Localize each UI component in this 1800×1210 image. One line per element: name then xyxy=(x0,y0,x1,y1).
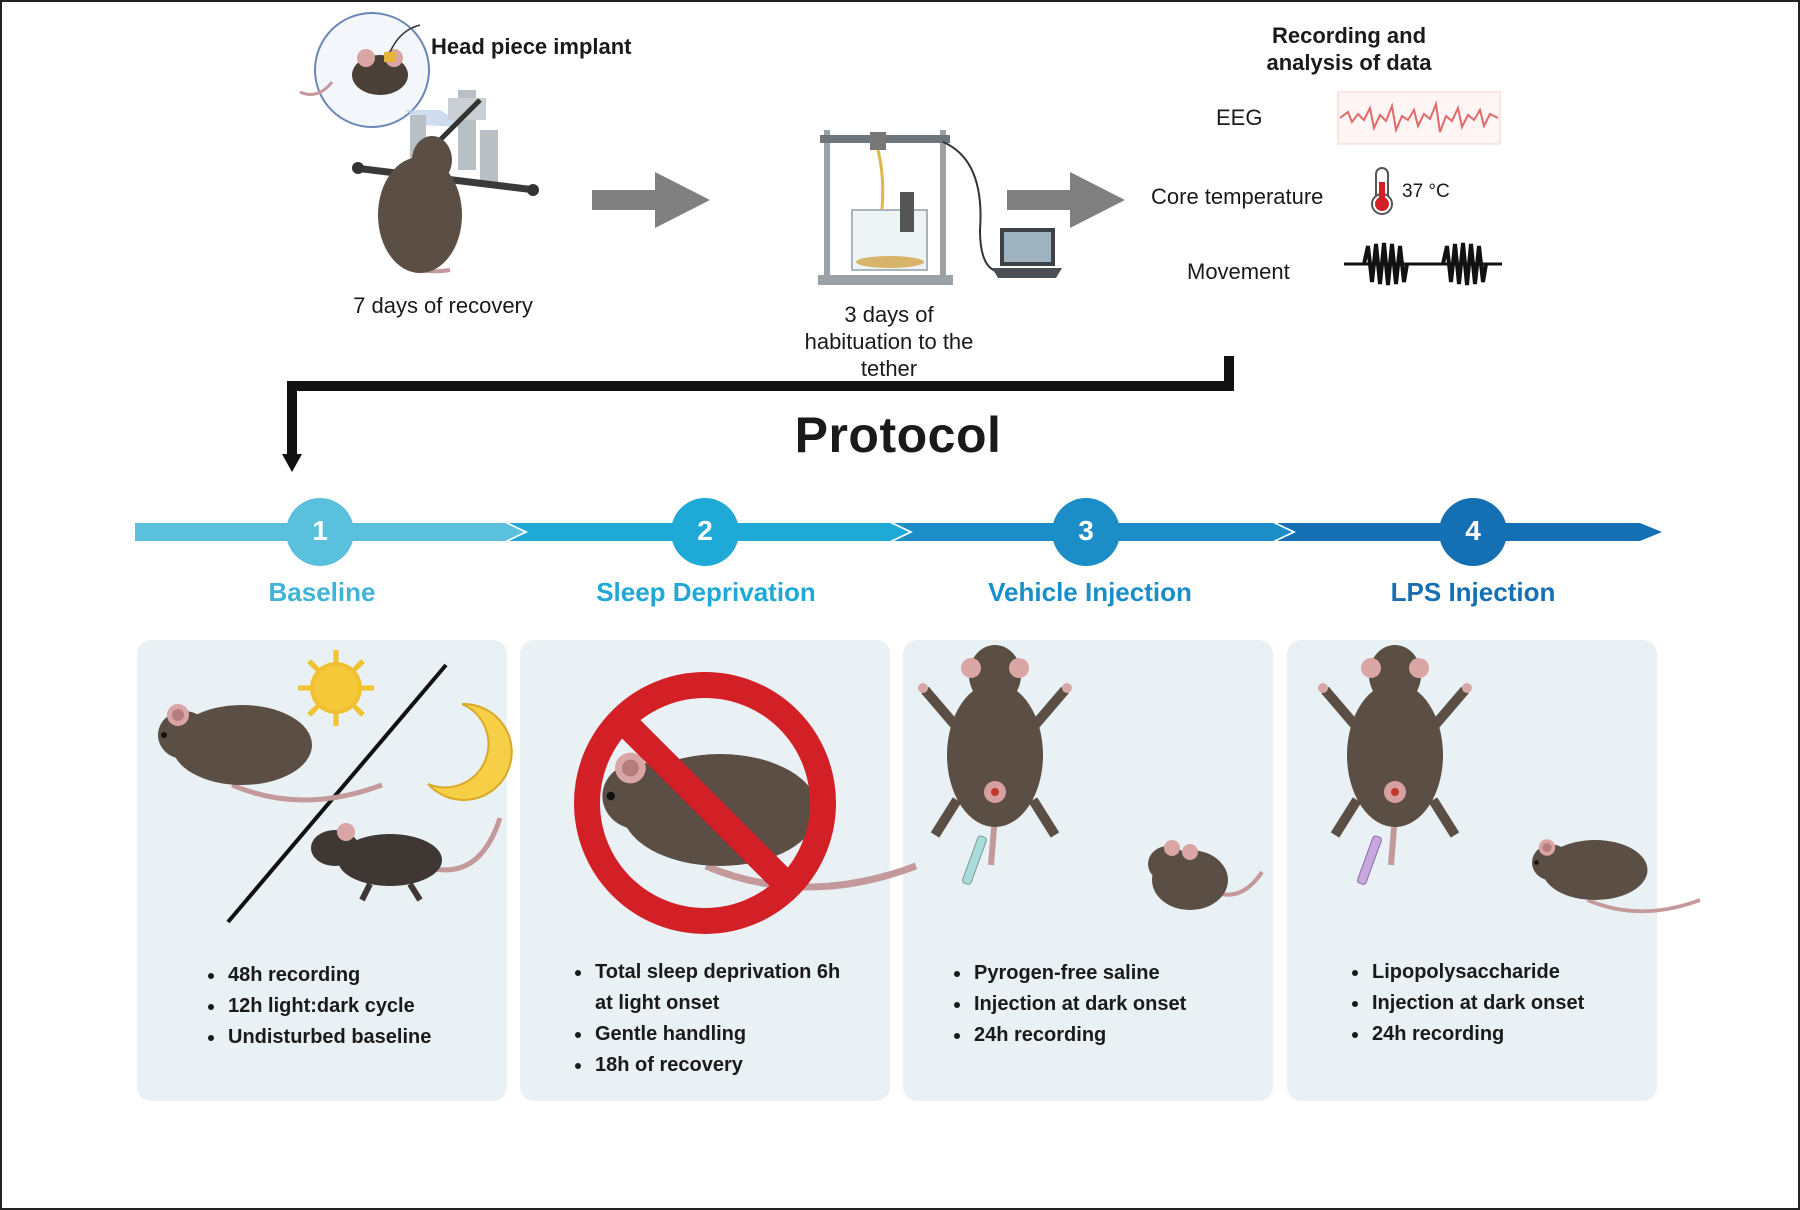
habituation-line-2: habituation to the xyxy=(804,329,974,354)
sun-icon xyxy=(298,650,374,726)
step-3-circle xyxy=(1052,498,1120,566)
bullet-item: 48h recording xyxy=(226,960,431,991)
connector-arrowhead xyxy=(282,454,302,472)
eeg-label: EEG xyxy=(1216,105,1263,130)
recording-title: Recording and analysis of data xyxy=(1266,22,1431,76)
movement-trace-icon xyxy=(1344,242,1502,286)
habituation-line-3: tether xyxy=(860,356,918,381)
step-4-number: 4 xyxy=(1465,515,1481,546)
bullet-item: 18h of recovery xyxy=(593,1050,840,1081)
bullet-item: Total sleep deprivation 6h xyxy=(593,957,840,988)
stereotaxic-frame-icon xyxy=(352,90,539,274)
lps-syringe-icon xyxy=(1357,835,1382,885)
bullet-item-continued: at light onset xyxy=(595,992,720,1014)
light-dark-divider xyxy=(226,663,448,924)
timeline xyxy=(135,498,1662,566)
bullet-item: 24h recording xyxy=(972,1020,1186,1051)
movement-label: Movement xyxy=(1187,259,1290,284)
bullet-item: Lipopolysaccharide xyxy=(1370,957,1584,988)
syringe-icon xyxy=(962,835,987,885)
thermometer-icon xyxy=(1371,167,1393,215)
step-2-number: 2 xyxy=(697,515,713,546)
step-1-number: 1 xyxy=(312,515,328,546)
head-piece-label: Head piece implant xyxy=(431,34,632,59)
panel-sleep-deprivation xyxy=(520,640,890,1101)
bullet-item: 12h light:dark cycle xyxy=(226,991,431,1022)
recording-title-line-1: Recording and xyxy=(1271,23,1427,48)
step-4-title: LPS Injection xyxy=(1390,577,1556,607)
protocol-title: Protocol xyxy=(794,407,1002,463)
step-2-circle xyxy=(671,498,739,566)
sleep-deprivation-bullets: Total sleep deprivation 6h at light onse… xyxy=(565,957,840,1081)
habituation-label: 3 days of habituation to the tether xyxy=(805,301,974,382)
step-3-number: 3 xyxy=(1078,515,1094,546)
bullet-item: 24h recording xyxy=(1370,1019,1584,1050)
awake-mouse-icon xyxy=(311,817,503,902)
bullet-item: Pyrogen-free saline xyxy=(972,958,1186,989)
bullet-item: Injection at dark onset xyxy=(1370,988,1584,1019)
head-piece-inset xyxy=(299,12,470,128)
tether-setup-icon xyxy=(818,130,1062,285)
step-1-circle xyxy=(286,498,354,566)
recovery-label: 7 days of recovery xyxy=(353,293,533,318)
vehicle-injection-bullets: Pyrogen-free saline Injection at dark on… xyxy=(944,958,1186,1051)
moon-icon xyxy=(427,702,513,801)
recording-title-line-2: analysis of data xyxy=(1266,50,1432,75)
habituation-line-1: 3 days of xyxy=(844,302,934,327)
lps-injection-bullets: Lipopolysaccharide Injection at dark ons… xyxy=(1342,957,1584,1050)
connector-arrow xyxy=(287,356,1234,456)
bullet-item: Undisturbed baseline xyxy=(226,1022,431,1053)
small-mouse-icon xyxy=(1148,840,1264,910)
eeg-trace-icon xyxy=(1337,91,1501,145)
step-4-circle xyxy=(1439,498,1507,566)
step-2-title: Sleep Deprivation xyxy=(596,577,816,607)
arrow-2-icon xyxy=(1007,172,1125,228)
arrow-1-icon xyxy=(592,172,710,228)
prohibited-sleep-icon xyxy=(574,672,916,934)
baseline-bullets: 48h recording 12h light:dark cycle Undis… xyxy=(198,960,431,1053)
bullet-item: Injection at dark onset xyxy=(972,989,1186,1020)
step-1-title: Baseline xyxy=(268,577,376,607)
core-temperature-label: Core temperature xyxy=(1151,184,1324,209)
step-3-title: Vehicle Injection xyxy=(988,577,1192,607)
bullet-item: Gentle handling xyxy=(593,1019,840,1050)
temperature-value: 37 °C xyxy=(1402,181,1450,202)
